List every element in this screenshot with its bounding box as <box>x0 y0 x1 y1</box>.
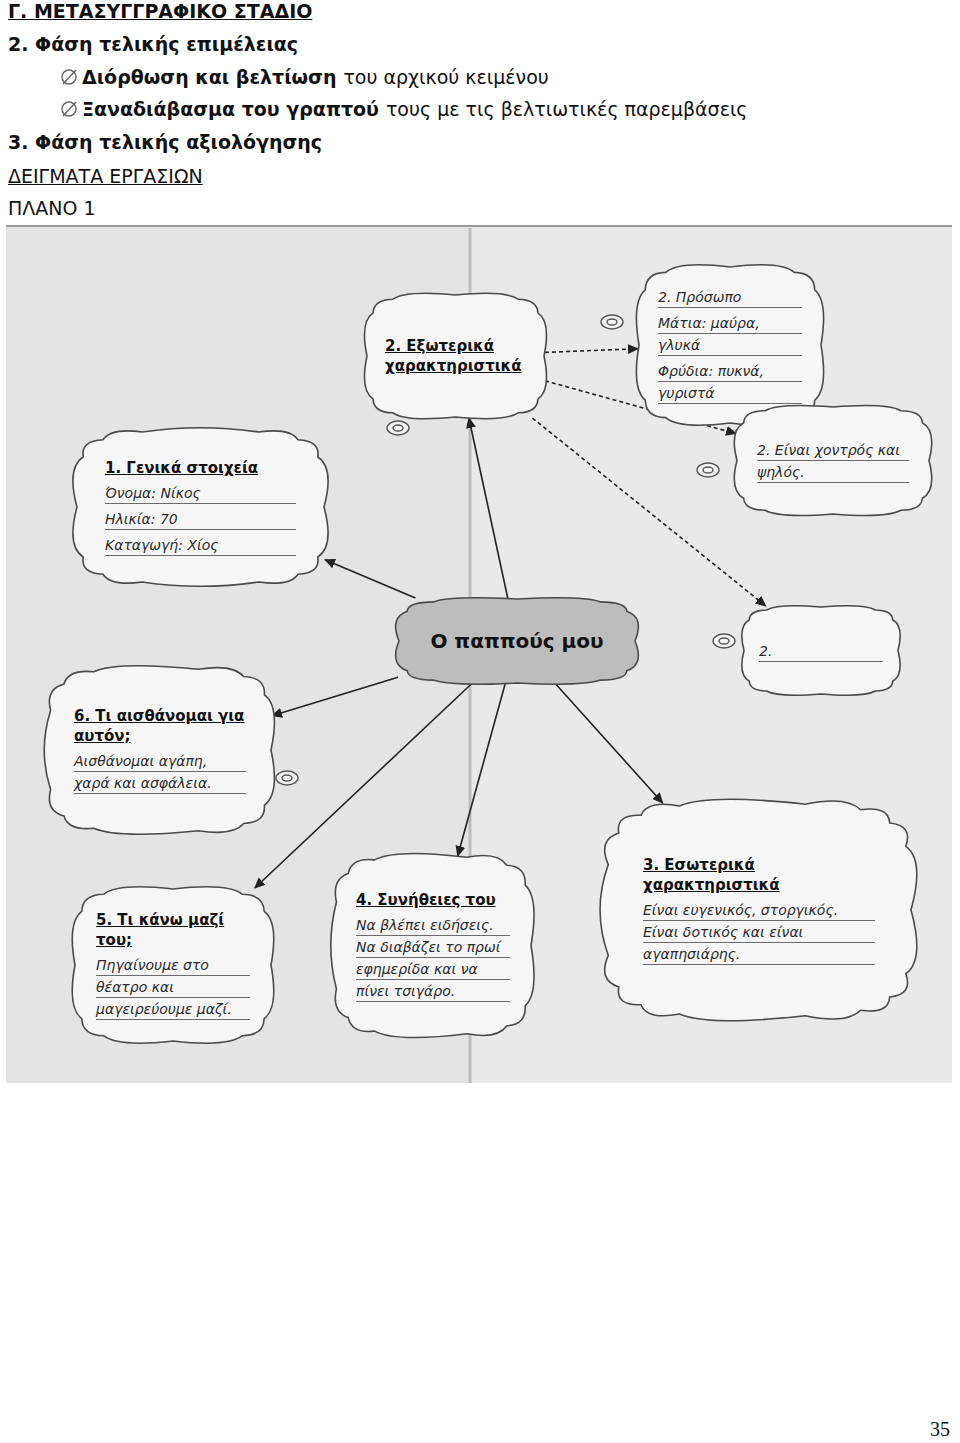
cloud-content: 6. Τι αισθάνομαι για αυτόν;Αισθάνομαι αγ… <box>74 706 246 794</box>
cloud-title: 2. <box>759 640 883 662</box>
notebook-page <box>6 225 952 1083</box>
cloud-node: 6. Τι αισθάνομαι για αυτόν;Αισθάνομαι αγ… <box>40 660 280 840</box>
heading-text: ΔΕΙΓΜΑΤΑ ΕΡΓΑΣΙΩΝ <box>8 165 203 187</box>
cloud-node: 1. Γενικά στοιχείαΌνομα: ΝίκοςΗλικία: 70… <box>68 422 333 592</box>
arrow-connector <box>556 684 663 803</box>
heading-text: Ξαναδιάβασμα του γραπτού <box>82 98 379 120</box>
cloud-content: 4. Συνήθειες του Να βλέπει ειδήσεις. Να δ… <box>356 890 510 1002</box>
heading-text: ΠΛΑΝΟ 1 <box>8 197 96 219</box>
cloud-content: 2. <box>759 640 883 662</box>
cloud-title: 2. Πρόσωπο <box>658 286 802 308</box>
cloud-node: 5. Τι κάνω μαζί του;Πηγαίνουμε στο θέατρ… <box>66 880 280 1050</box>
bullet-icon <box>62 70 76 116</box>
cloud-content: 5. Τι κάνω μαζί του;Πηγαίνουμε στο θέατρ… <box>96 910 250 1020</box>
cloud-content: 2. ΠρόσωποΜάτια: μαύρα, γλυκάΦρύδια: πυκ… <box>658 286 802 404</box>
cloud-text: Καταγωγή: Χίος <box>105 534 296 556</box>
cloud-text: Μάτια: μαύρα, γλυκά <box>658 312 802 356</box>
cloud-text: Πηγαίνουμε στο θέατρο και μαγειρεύουμε μ… <box>96 954 250 1020</box>
arrow-connector <box>469 418 508 598</box>
arrow-connector <box>272 677 398 716</box>
arrow-connector <box>532 418 765 606</box>
cloud-node: 2. Εξωτερικά χαρακτηριστικά <box>358 286 553 426</box>
heading-text: 3. Φάση τελικής αξιολόγησης <box>8 131 322 153</box>
cloud-content: Ο παππούς μου <box>426 629 608 653</box>
heading-line: Ξαναδιάβασμα του γραπτού τους με τις βελτ… <box>82 98 748 120</box>
cloud-node: 2. Είναι χοντρός και ψηλός. <box>728 398 938 523</box>
arrow-connector <box>458 684 505 856</box>
page-number: 35 <box>930 1418 950 1441</box>
heading-text: τους με τις βελτιωτικές παρεμβάσεις <box>386 98 748 120</box>
cloud-content: 2. Είναι χοντρός και ψηλός. <box>757 439 909 483</box>
cloud-title: 3. Εσωτερικά χαρακτηριστικά <box>643 855 875 895</box>
cloud-shape <box>68 422 333 592</box>
arrow-connector <box>325 560 415 598</box>
cloud-content: 3. Εσωτερικά χαρακτηριστικάΕίναι ευγενικ… <box>643 855 875 965</box>
cloud-text: Όνομα: Νίκος <box>105 482 296 504</box>
cloud-title: 6. Τι αισθάνομαι για αυτόν; <box>74 706 246 746</box>
cloud-text: Να βλέπει ειδήσεις. Να διαβάζει το πρωί … <box>356 914 510 1002</box>
page-edge <box>6 225 952 227</box>
cloud-node: 4. Συνήθειες του Να βλέπει ειδήσεις. Να δ… <box>326 848 540 1043</box>
cloud-node: 2. <box>735 598 907 703</box>
cloud-content: 2. Εξωτερικά χαρακτηριστικά <box>385 336 526 376</box>
cloud-title: 2. Εξωτερικά χαρακτηριστικά <box>385 336 526 376</box>
heading-line: 3. Φάση τελικής αξιολόγησης <box>8 131 322 153</box>
arrow-connector <box>545 349 638 353</box>
cloud-title: 2. Είναι χοντρός και ψηλός. <box>757 439 909 483</box>
heading-line: Διόρθωση και βελτίωση του αρχικού κειμένο… <box>82 66 549 88</box>
cloud-title: 1. Γενικά στοιχεία <box>105 458 296 478</box>
cloud-content: 1. Γενικά στοιχείαΌνομα: ΝίκοςΗλικία: 70… <box>105 458 296 556</box>
heading-line: 2. Φάση τελικής επιμέλειας <box>8 33 298 55</box>
cloud-text: Είναι ευγενικός, στοργικός. Είναι δοτικό… <box>643 899 875 965</box>
heading-text: Γ. ΜΕΤΑΣΥΓΓΡΑΦΙΚΟ ΣΤΑΔΙΟ <box>8 0 312 22</box>
cloud-title: 4. Συνήθειες του <box>356 890 510 910</box>
heading-line: ΠΛΑΝΟ 1 <box>8 197 96 219</box>
cloud-shape <box>358 286 553 426</box>
heading-text: Διόρθωση και βελτίωση <box>82 66 336 88</box>
cloud-title: 5. Τι κάνω μαζί του; <box>96 910 250 950</box>
heading-line: Γ. ΜΕΤΑΣΥΓΓΡΑΦΙΚΟ ΣΤΑΔΙΟ <box>8 0 312 22</box>
cloud-text: Αισθάνομαι αγάπη, χαρά και ασφάλεια. <box>74 750 246 794</box>
cloud-node: Ο παππούς μου <box>390 590 644 692</box>
cloud-text: Φρύδια: πυκνά, γυριστά <box>658 360 802 404</box>
cloud-title: Ο παππούς μου <box>426 629 608 653</box>
heading-text: του αρχικού κειμένου <box>343 66 548 88</box>
heading-line: ΔΕΙΓΜΑΤΑ ΕΡΓΑΣΙΩΝ <box>8 165 203 187</box>
cloud-text: Ηλικία: 70 <box>105 508 296 530</box>
heading-text: 2. Φάση τελικής επιμέλειας <box>8 33 298 55</box>
cloud-node: 3. Εσωτερικά χαρακτηριστικάΕίναι ευγενικ… <box>598 795 920 1025</box>
